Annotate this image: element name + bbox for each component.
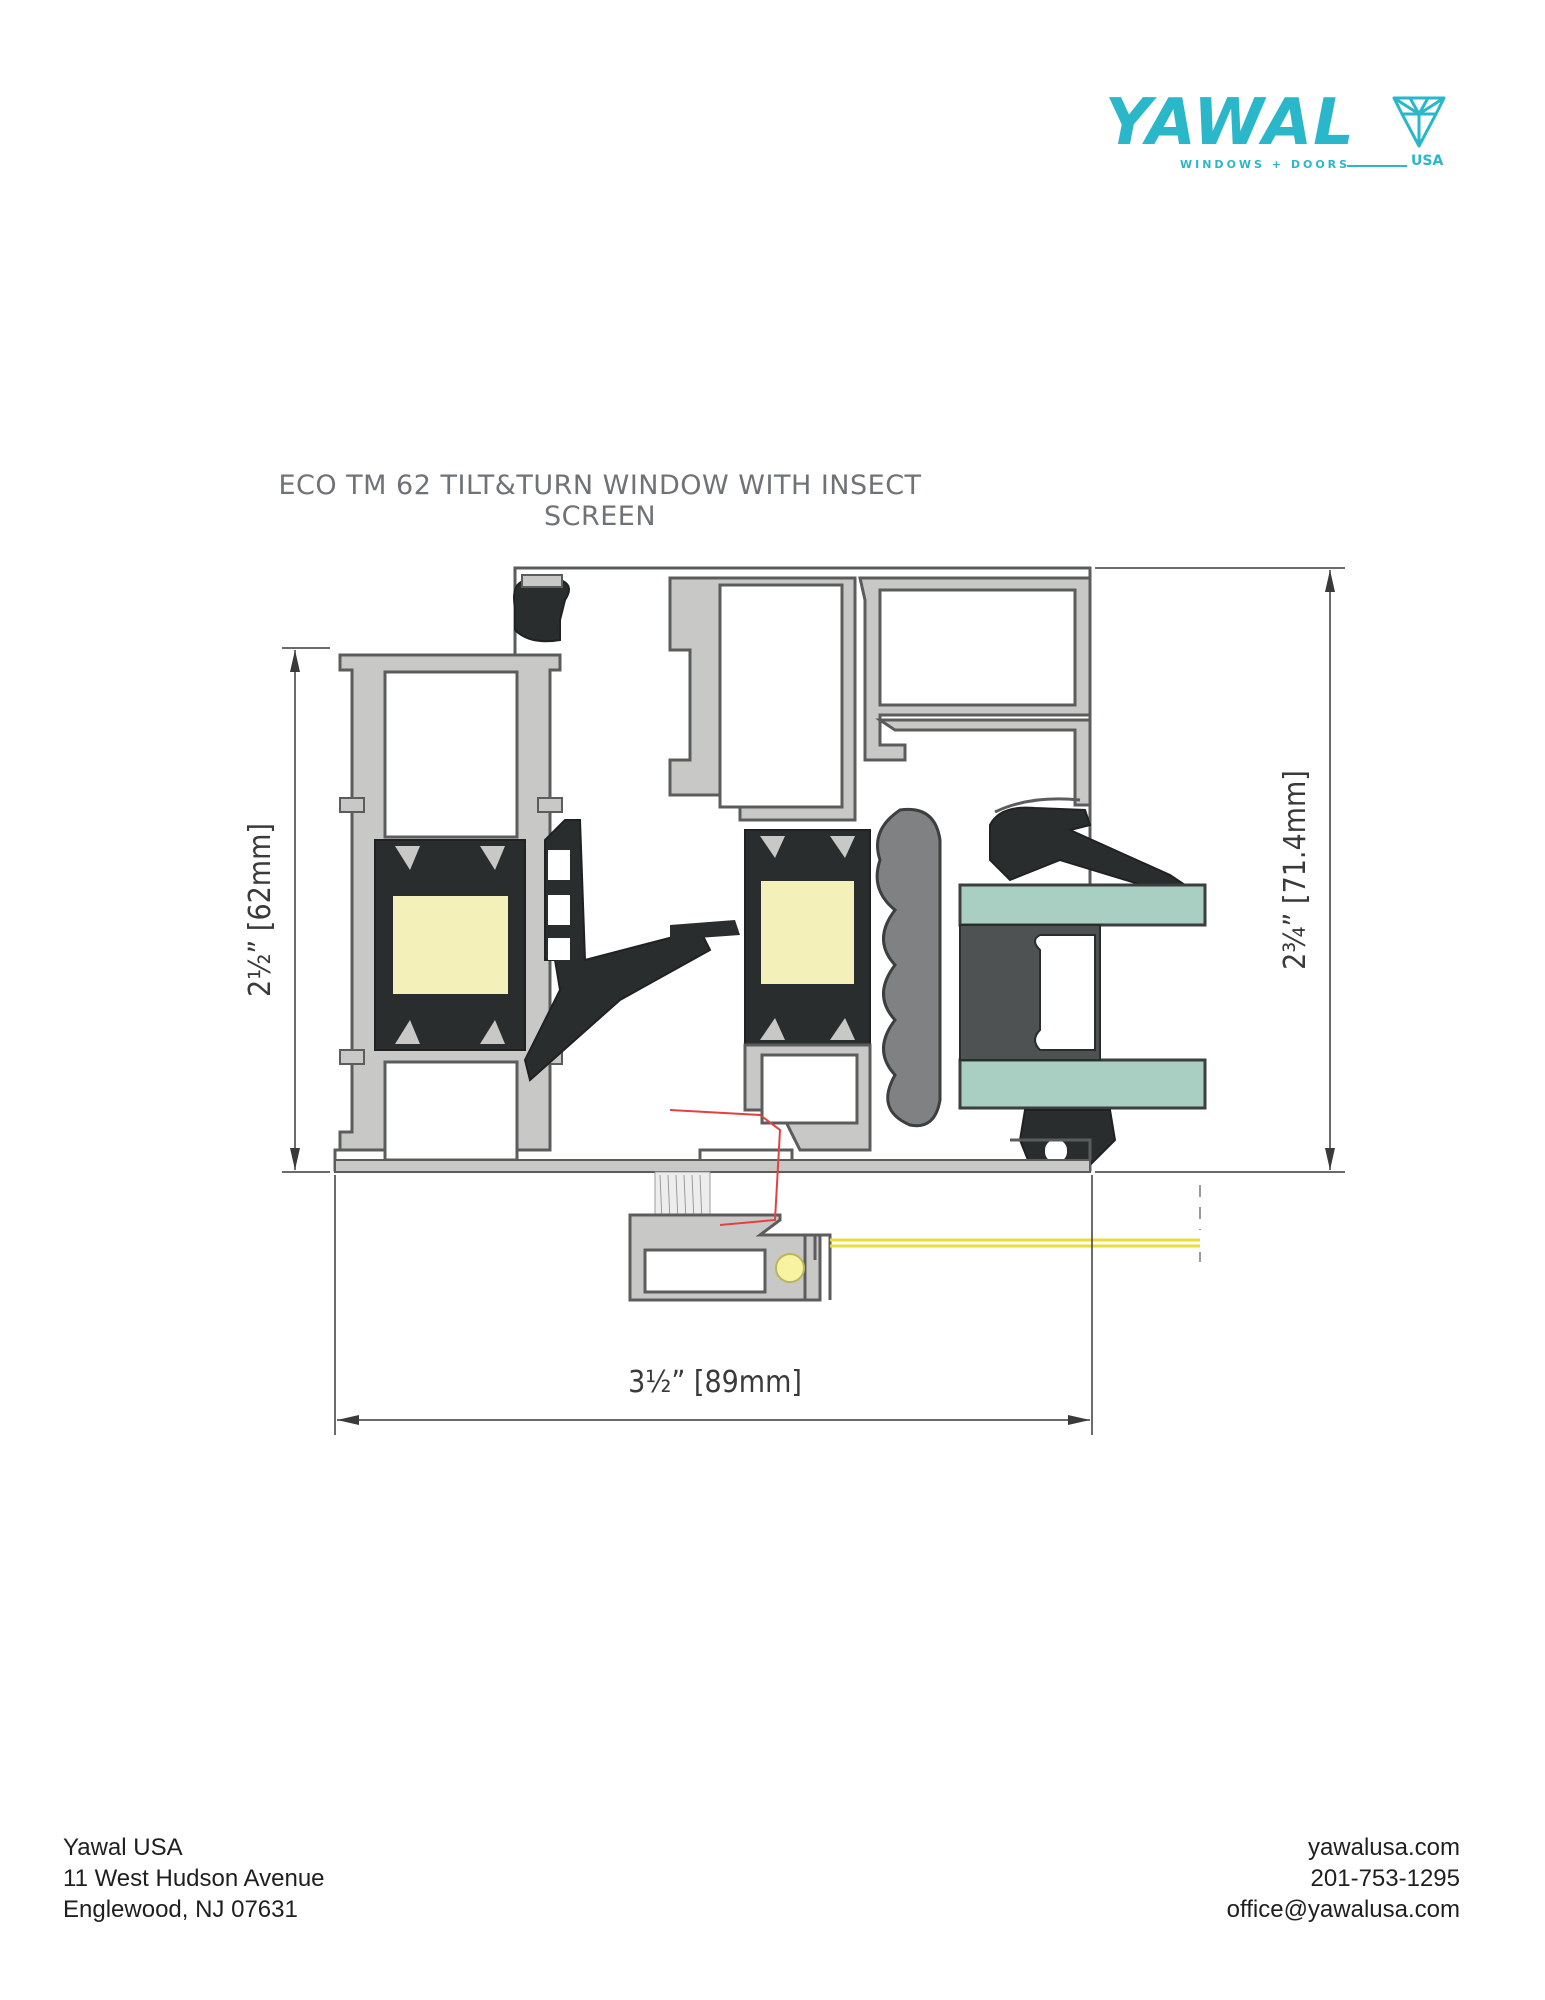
footer-company: Yawal USA	[63, 1834, 183, 1861]
glass-unit	[958, 883, 1207, 1110]
diamond-logo-icon	[1392, 96, 1446, 148]
gasket-wedge-left	[523, 819, 740, 1082]
thermal-break-center	[744, 829, 871, 1046]
footer-address-line1: 11 West Hudson Avenue	[63, 1865, 325, 1892]
glazing-gasket-right	[989, 797, 1187, 897]
brand-logo: YAWAL WINDOWS + DOORS USA	[1105, 86, 1455, 182]
logo-rule	[1347, 165, 1407, 167]
dimension-frame-height: 2¾” [71.4mm]	[1095, 567, 1345, 1173]
insect-screen	[628, 1109, 1200, 1302]
logo-tagline: WINDOWS + DOORS	[1180, 158, 1351, 171]
logo-region: USA	[1411, 153, 1444, 169]
frame-profile-center	[668, 576, 1092, 822]
dimension-sash-height: 2½” [62mm]	[243, 647, 330, 1173]
footer-address-line2: Englewood, NJ 07631	[63, 1896, 298, 1923]
dimension-frame-depth-label: 3½” [89mm]	[628, 1365, 802, 1400]
dimension-frame-depth: 3½” [89mm]	[334, 1175, 1093, 1435]
top-gasket	[513, 574, 570, 643]
thermal-break-left	[374, 839, 526, 1051]
dimension-sash-height-label: 2½” [62mm]	[243, 823, 278, 997]
dimension-frame-height-label: 2¾” [71.4mm]	[1278, 770, 1313, 970]
footer-website-link[interactable]: yawalusa.com	[1307, 1834, 1460, 1861]
frame-profile-lower	[743, 1043, 872, 1152]
footer-email-link[interactable]: office@yawalusa.com	[1226, 1896, 1460, 1923]
frame-bottom-rail	[334, 1159, 1091, 1173]
glazing-gasket-wave	[875, 807, 942, 1128]
logo-wordmark: YAWAL	[1105, 86, 1355, 160]
drawing-title: ECO TM 62 TILT&TURN WINDOW WITH INSECT S…	[278, 470, 922, 532]
footer-phone[interactable]: 201-753-1295	[1310, 1865, 1460, 1892]
footer-address: Yawal USA 11 West Hudson Avenue Englewoo…	[63, 1832, 325, 1925]
footer-contact: yawalusa.com 201-753-1295 office@yawalus…	[1227, 1832, 1460, 1925]
glazing-gasket-bottom	[1010, 1109, 1117, 1166]
